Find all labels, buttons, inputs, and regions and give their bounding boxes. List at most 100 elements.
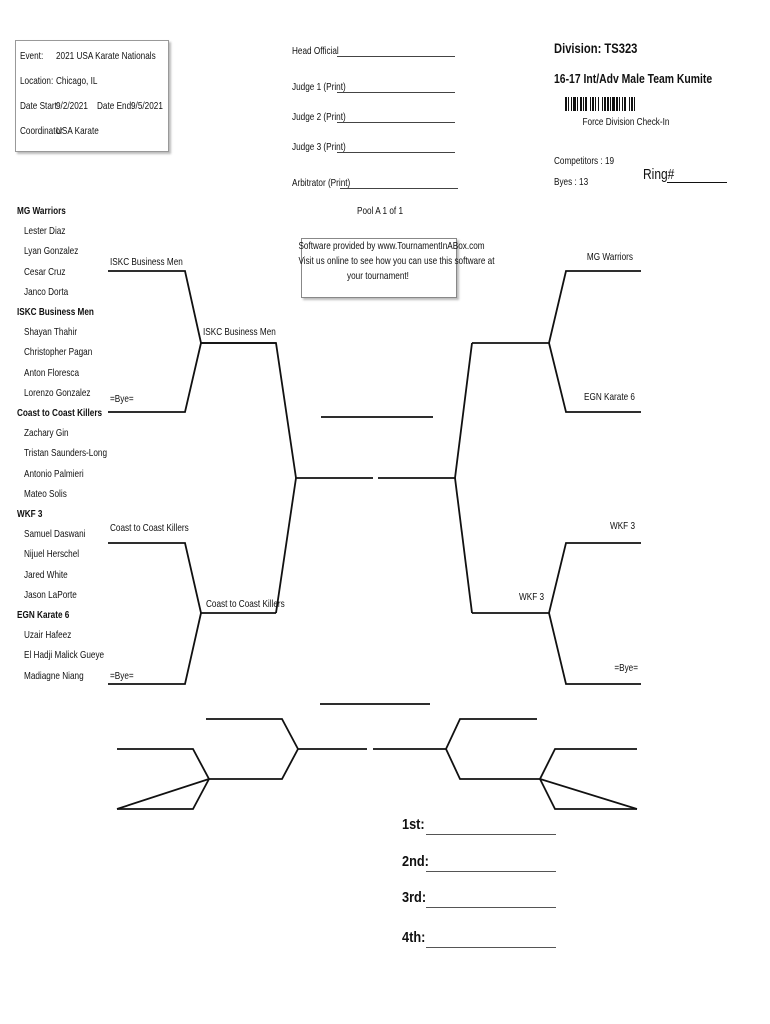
consolation-l4 bbox=[209, 748, 299, 780]
team-member: Antonio Palmieri bbox=[24, 467, 84, 480]
bracket-left-r1-mid: Coast to Coast Killers bbox=[110, 522, 189, 534]
team-member: Zachary Gin bbox=[24, 427, 69, 440]
place-third-label: 3rd: bbox=[402, 889, 427, 906]
barcode-bar bbox=[585, 97, 587, 111]
event-value: 2021 USA Karate Nationals bbox=[56, 50, 156, 62]
date-end-value: 9/5/2021 bbox=[131, 100, 163, 112]
bracket-left-bye1: =Bye= bbox=[110, 393, 134, 405]
team-member: Tristan Saunders-Long bbox=[24, 447, 108, 460]
software-line2: Visit us online to see how you can use t… bbox=[298, 255, 495, 267]
barcode-bar bbox=[596, 97, 598, 111]
place-second-label: 2nd: bbox=[402, 853, 429, 870]
place-first-line bbox=[426, 834, 556, 835]
bracket-line-r4 bbox=[472, 542, 641, 614]
barcode-bar bbox=[609, 97, 610, 111]
team-member: Janco Dorta bbox=[24, 285, 69, 298]
bracket-left-r2-top: ISKC Business Men bbox=[203, 326, 276, 338]
date-start-value: 9/2/2021 bbox=[56, 100, 88, 112]
barcode-bar bbox=[573, 97, 576, 111]
checkin-label: Force Division Check-In bbox=[582, 116, 670, 128]
team-member: Lyan Gonzalez bbox=[24, 245, 79, 258]
barcode-bar bbox=[595, 97, 596, 111]
team-member: Samuel Daswani bbox=[24, 528, 86, 541]
bracket-line-r5 bbox=[548, 612, 641, 685]
consolation-l1 bbox=[116, 748, 211, 810]
barcode-bar bbox=[634, 97, 635, 111]
place-fourth-line bbox=[426, 947, 556, 948]
team-member: Christopher Pagan bbox=[24, 346, 93, 359]
barcode-bar bbox=[615, 97, 616, 111]
barcode-bar bbox=[618, 97, 619, 111]
barcode-bar bbox=[610, 97, 611, 111]
team-member: El Hadji Malick Gueye bbox=[24, 649, 105, 662]
team-member: Madiagne Niang bbox=[24, 669, 84, 682]
event-info-box bbox=[15, 40, 169, 152]
location-label: Location: bbox=[20, 75, 54, 87]
head-official-line bbox=[337, 56, 455, 57]
barcode-bar bbox=[629, 97, 630, 111]
bracket-right-r2-bottom: WKF 3 bbox=[519, 591, 545, 603]
barcode-bar bbox=[622, 97, 623, 111]
consolation-r3 bbox=[373, 718, 537, 750]
barcode-bar bbox=[607, 97, 609, 111]
bracket-left-r1-top: ISKC Business Men bbox=[110, 256, 183, 268]
barcode-bar bbox=[567, 97, 568, 111]
bracket-line-r1 bbox=[472, 270, 641, 344]
bracket-right-r1-top: MG Warriors bbox=[586, 251, 633, 263]
division-name: 16-17 Int/Adv Male Team Kumite bbox=[554, 71, 713, 86]
barcode-bar bbox=[611, 97, 612, 111]
barcode-bar bbox=[604, 97, 606, 111]
date-end-label: Date End: bbox=[97, 100, 134, 112]
barcode-icon bbox=[565, 97, 687, 111]
bracket-left-r2-bottom: Coast to Coast Killers bbox=[206, 598, 285, 610]
bracket-line-l5 bbox=[108, 612, 202, 685]
barcode-bar bbox=[580, 97, 582, 111]
ring-line bbox=[667, 182, 727, 183]
barcode-bar bbox=[582, 97, 583, 111]
consolation-l3 bbox=[206, 718, 367, 750]
date-start-label: Date Start: bbox=[20, 100, 60, 112]
ring-label: Ring# bbox=[643, 166, 674, 183]
bracket-right-wkf: WKF 3 bbox=[609, 520, 635, 532]
barcode-bar bbox=[592, 97, 594, 111]
bracket-line-l6 bbox=[275, 477, 297, 614]
barcode-bar bbox=[602, 97, 603, 111]
barcode-bar bbox=[620, 97, 622, 111]
place-fourth-label: 4th: bbox=[402, 929, 426, 946]
competitors-count: Competitors : 19 bbox=[554, 155, 615, 167]
location-value: Chicago, IL bbox=[56, 75, 98, 87]
team-member: Cesar Cruz bbox=[24, 265, 66, 278]
barcode-bar bbox=[571, 97, 572, 111]
judge1-line bbox=[337, 92, 455, 93]
team-member: Jason LaPorte bbox=[24, 588, 77, 601]
bracket-line-l3 bbox=[201, 342, 373, 479]
event-label: Event: bbox=[20, 50, 44, 62]
barcode-bar bbox=[578, 97, 580, 111]
team-name: EGN Karate 6 bbox=[17, 609, 70, 621]
barcode-bar bbox=[572, 97, 573, 111]
bracket-right-egn: EGN Karate 6 bbox=[584, 391, 635, 403]
team-name: ISKC Business Men bbox=[17, 306, 94, 318]
barcode-bar bbox=[583, 97, 584, 111]
team-member: Shayan Thahir bbox=[24, 326, 78, 339]
software-credit-box bbox=[301, 238, 457, 298]
barcode-bar bbox=[584, 97, 585, 111]
team-member: Nijuel Herschel bbox=[24, 548, 80, 561]
barcode-bar bbox=[626, 97, 629, 111]
team-member: Mateo Solis bbox=[24, 487, 67, 500]
consolation-l2 bbox=[117, 778, 210, 810]
bracket-line-r3 bbox=[378, 342, 473, 479]
team-member: Jared White bbox=[24, 568, 68, 581]
barcode-bar bbox=[590, 97, 591, 111]
barcode-bar bbox=[630, 97, 631, 111]
software-line1: Software provided by www.TournamentInABo… bbox=[298, 240, 485, 252]
barcode-bar bbox=[569, 97, 571, 111]
pool-label: Pool A 1 of 1 bbox=[357, 205, 403, 217]
barcode-bar bbox=[616, 97, 618, 111]
barcode-bar bbox=[577, 97, 578, 111]
team-member: Anton Floresca bbox=[24, 366, 80, 379]
team-name: Coast to Coast Killers bbox=[17, 407, 103, 419]
place-second-line bbox=[426, 871, 556, 872]
team-member: Uzair Hafeez bbox=[24, 629, 72, 642]
